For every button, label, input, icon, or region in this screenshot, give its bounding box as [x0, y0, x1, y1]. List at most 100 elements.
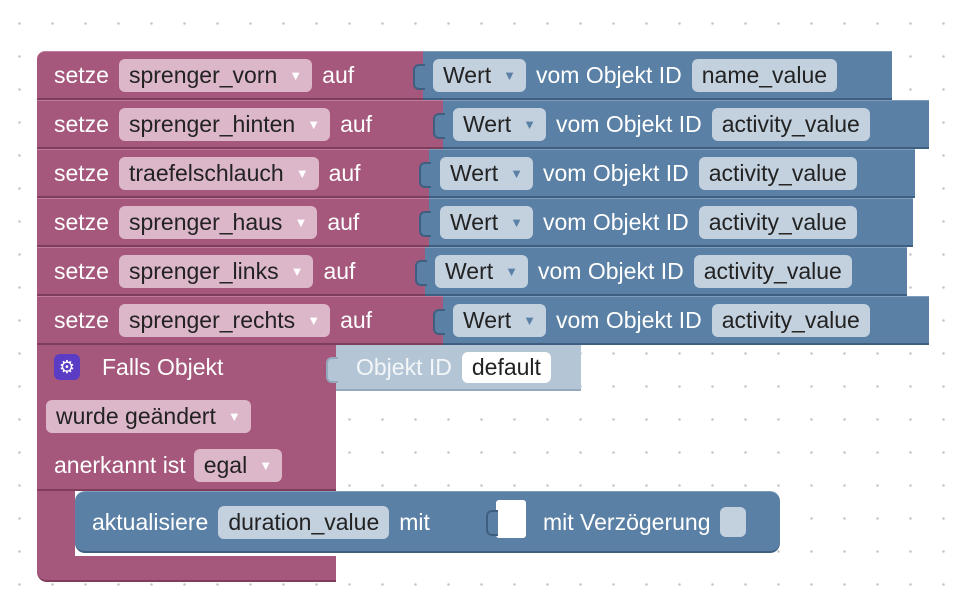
caret-down-icon: ▼	[294, 214, 308, 230]
ack-row: anerkannt ist egal ▼	[54, 441, 283, 489]
set-label: setze	[54, 61, 109, 88]
value-mode-dropdown[interactable]: Wert ▼	[440, 205, 534, 239]
value-mode-dropdown[interactable]: Wert ▼	[453, 303, 547, 337]
value-mode: Wert	[450, 208, 499, 235]
value-mode-dropdown[interactable]: Wert ▼	[433, 58, 527, 92]
object-id-field[interactable]: activity_value	[693, 254, 852, 288]
object-id-field[interactable]: activity_value	[711, 107, 870, 141]
object-id-label: Objekt ID	[356, 353, 452, 380]
object-id-field[interactable]: activity_value	[698, 205, 857, 239]
update-block[interactable]	[75, 491, 780, 553]
object-id-value[interactable]: default	[461, 351, 551, 383]
of-label: vom Objekt ID	[543, 208, 689, 235]
caret-down-icon: ▼	[259, 457, 273, 473]
delay-checkbox[interactable]	[720, 507, 747, 537]
update-target-field[interactable]: duration_value	[218, 505, 390, 539]
set-row-3: setze traefelschlauch ▼ auf	[54, 149, 361, 197]
set-label: setze	[54, 306, 109, 333]
ack-dropdown[interactable]: egal ▼	[193, 448, 283, 482]
value-input-socket[interactable]	[496, 500, 526, 538]
caret-down-icon: ▼	[289, 67, 303, 83]
value-mode: Wert	[445, 257, 494, 284]
to-label: auf	[327, 208, 360, 235]
value-row-3: Wert ▼ vom Objekt ID activity_value	[440, 149, 857, 197]
variable-name: sprenger_vorn	[128, 61, 278, 88]
update-label: aktualisiere	[92, 508, 209, 535]
puzzle-tab	[433, 309, 445, 335]
set-label: setze	[54, 208, 109, 235]
set-label: setze	[54, 110, 109, 137]
puzzle-tab	[486, 510, 498, 536]
to-label: auf	[328, 159, 361, 186]
caret-down-icon: ▼	[503, 67, 517, 83]
puzzle-tab	[415, 260, 427, 286]
object-id-field[interactable]: name_value	[691, 58, 838, 92]
of-label: vom Objekt ID	[538, 257, 684, 284]
variable-dropdown[interactable]: sprenger_vorn ▼	[118, 58, 313, 92]
puzzle-tab	[413, 64, 425, 90]
to-label: auf	[323, 257, 356, 284]
value-row-4: Wert ▼ vom Objekt ID activity_value	[440, 198, 857, 246]
condition-dropdown[interactable]: wurde geändert ▼	[46, 399, 251, 433]
ack-label: anerkannt ist	[54, 451, 186, 478]
set-row-4: setze sprenger_haus ▼ auf	[54, 198, 359, 246]
object-id-field[interactable]: activity_value	[698, 156, 857, 190]
value-mode-dropdown[interactable]: Wert ▼	[435, 254, 529, 288]
with-label: mit	[399, 508, 430, 535]
value-mode-dropdown[interactable]: Wert ▼	[453, 107, 547, 141]
condition-row: wurde geändert ▼	[46, 392, 251, 440]
object-id-row: Objekt ID default	[356, 343, 551, 391]
trigger-block-footer	[37, 556, 336, 582]
set-row-2: setze sprenger_hinten ▼ auf	[54, 100, 372, 148]
gear-icon[interactable]: ⚙	[54, 354, 80, 380]
update-row: aktualisiere duration_value mit	[92, 498, 430, 546]
delay-row: mit Verzögerung	[543, 498, 747, 546]
caret-down-icon: ▼	[227, 408, 241, 424]
puzzle-tab	[419, 211, 431, 237]
set-row-6: setze sprenger_rechts ▼ auf	[54, 296, 372, 344]
puzzle-tab	[419, 162, 431, 188]
variable-name: traefelschlauch	[128, 159, 284, 186]
to-label: auf	[340, 110, 373, 137]
trigger-title: Falls Objekt	[102, 353, 224, 380]
trigger-title-row: ⚙ Falls Objekt	[54, 343, 223, 391]
value-mode: Wert	[443, 61, 492, 88]
value-mode: Wert	[450, 159, 499, 186]
object-id-field[interactable]: activity_value	[711, 303, 870, 337]
puzzle-tab	[433, 113, 445, 139]
of-label: vom Objekt ID	[543, 159, 689, 186]
value-row-5: Wert ▼ vom Objekt ID activity_value	[435, 247, 852, 295]
variable-name: sprenger_links	[128, 257, 279, 284]
set-label: setze	[54, 159, 109, 186]
of-label: vom Objekt ID	[556, 110, 702, 137]
caret-down-icon: ▼	[307, 312, 321, 328]
of-label: vom Objekt ID	[536, 61, 682, 88]
variable-dropdown[interactable]: sprenger_hinten ▼	[118, 107, 331, 141]
to-label: auf	[322, 61, 355, 88]
caret-down-icon: ▼	[523, 116, 537, 132]
variable-dropdown[interactable]: sprenger_haus ▼	[118, 205, 318, 239]
value-row-6: Wert ▼ vom Objekt ID activity_value	[453, 296, 870, 344]
variable-name: sprenger_haus	[128, 208, 283, 235]
condition-value: wurde geändert	[56, 402, 216, 429]
to-label: auf	[340, 306, 373, 333]
value-row-2: Wert ▼ vom Objekt ID activity_value	[453, 100, 870, 148]
value-mode: Wert	[463, 110, 512, 137]
variable-dropdown[interactable]: traefelschlauch ▼	[118, 156, 319, 190]
variable-dropdown[interactable]: sprenger_rechts ▼	[118, 303, 331, 337]
variable-name: sprenger_rechts	[128, 306, 296, 333]
caret-down-icon: ▼	[290, 263, 304, 279]
caret-down-icon: ▼	[510, 214, 524, 230]
value-row-1: Wert ▼ vom Objekt ID name_value	[433, 51, 838, 99]
value-mode-dropdown[interactable]: Wert ▼	[440, 156, 534, 190]
ack-value: egal	[203, 451, 248, 478]
caret-down-icon: ▼	[307, 116, 321, 132]
caret-down-icon: ▼	[295, 165, 309, 181]
variable-dropdown[interactable]: sprenger_links ▼	[118, 254, 314, 288]
of-label: vom Objekt ID	[556, 306, 702, 333]
delay-label: mit Verzögerung	[543, 508, 711, 535]
set-label: setze	[54, 257, 109, 284]
caret-down-icon: ▼	[510, 165, 524, 181]
variable-name: sprenger_hinten	[128, 110, 296, 137]
caret-down-icon: ▼	[523, 312, 537, 328]
